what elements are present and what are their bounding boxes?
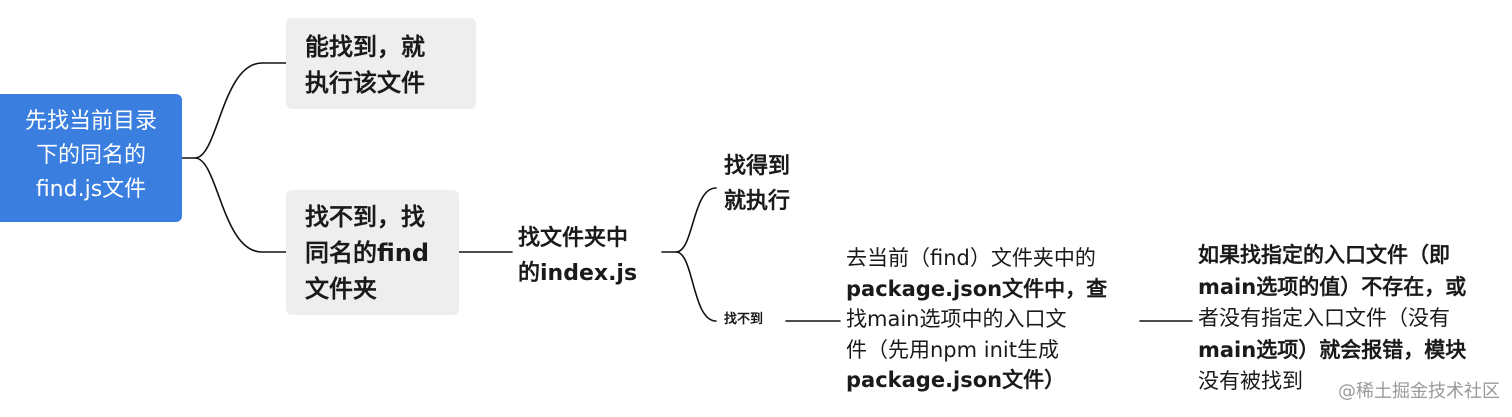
node-not-found-file-line: 文件夹 xyxy=(305,275,377,303)
node-index-not-found[interactable]: 找不到 xyxy=(724,311,763,329)
node-package-json-line: 去当前（find）文件夹中的 xyxy=(846,246,1096,270)
node-main-entry-line: 如果找指定的入口文件（即 xyxy=(1198,243,1450,267)
node-found-file-line: 能找到，就 xyxy=(305,33,425,61)
node-package-json-line: package.json文件中，查 xyxy=(846,276,1108,301)
node-index-found[interactable]: 找得到 就执行 xyxy=(724,149,790,219)
connector-index-to-not-found xyxy=(675,251,717,322)
node-main-entry-line: 者没有指定入口文件（没有 xyxy=(1198,306,1450,330)
watermark-text: @稀土掘金技术社区 xyxy=(1338,381,1500,402)
node-index-js-line: 的index.js xyxy=(518,261,638,286)
node-found-file[interactable]: 能找到，就 执行该文件 xyxy=(286,18,476,109)
connector-index-to-found xyxy=(661,187,717,253)
node-main-entry-line: main选项）就会报错，模块 xyxy=(1198,337,1467,362)
node-package-json-line: 找main选项中的入口文 xyxy=(846,307,1067,331)
connector-root-to-not-found-file xyxy=(194,157,287,253)
root-node-line: 先找当前目录 xyxy=(24,109,157,134)
node-index-js[interactable]: 找文件夹中 的index.js xyxy=(518,221,637,291)
root-node-line: find.js文件 xyxy=(35,177,147,202)
node-main-entry-line: 没有被找到 xyxy=(1198,369,1303,393)
node-main-entry-line: main选项的值）不存在，或 xyxy=(1198,274,1467,299)
root-node-line: 下的同名的 xyxy=(35,143,146,168)
node-index-found-line: 就执行 xyxy=(724,189,791,214)
node-not-found-file-line: 同名的find xyxy=(305,239,430,267)
root-node-find-current-dir[interactable]: 先找当前目录 下的同名的 find.js文件 xyxy=(0,94,182,222)
node-main-entry-error[interactable]: 如果找指定的入口文件（即 main选项的值）不存在，或 者没有指定入口文件（没有… xyxy=(1198,240,1466,398)
node-not-found-file[interactable]: 找不到，找 同名的find 文件夹 xyxy=(286,190,459,315)
node-index-not-found-label: 找不到 xyxy=(724,312,764,327)
node-not-found-file-line: 找不到，找 xyxy=(305,203,425,231)
node-package-json-line: package.json文件） xyxy=(846,368,1066,392)
node-index-found-line: 找得到 xyxy=(724,154,791,179)
node-package-json[interactable]: 去当前（find）文件夹中的 package.json文件中，查 找main选项… xyxy=(846,243,1107,396)
connector-root-to-found-file xyxy=(181,62,287,159)
node-index-js-line: 找文件夹中 xyxy=(518,226,629,251)
node-found-file-line: 执行该文件 xyxy=(305,69,425,97)
node-package-json-line: 件（先用npm init生成 xyxy=(846,337,1059,362)
